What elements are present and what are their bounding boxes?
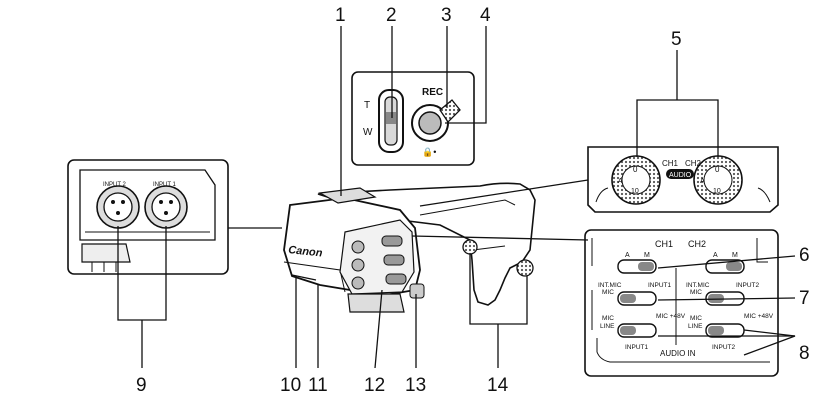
callout-4: 4 xyxy=(480,5,491,26)
ch1-int-mic-label: INT.MIC xyxy=(598,282,622,289)
ch2-dial-a: A xyxy=(700,178,705,185)
ch1-mic48v-label: MIC +48V xyxy=(656,313,686,320)
grip-screw-left xyxy=(462,239,478,255)
callout-7: 7 xyxy=(799,288,810,309)
ch1-dial-ten: 10 xyxy=(631,188,639,195)
callout-5: 5 xyxy=(671,29,682,50)
zoom-w-label: W xyxy=(363,127,373,138)
zoom-rec-inset: T W REC 🔒• xyxy=(351,71,475,166)
ch2-mic48v-label: MIC +48V xyxy=(744,313,774,320)
audio-badge: AUDIO xyxy=(669,172,692,179)
callout-2: 2 xyxy=(386,5,397,26)
callout-14: 14 xyxy=(487,375,509,396)
ch2-int-mic-label: INT.MIC xyxy=(686,282,710,289)
callout-8: 8 xyxy=(799,343,810,364)
ch1-line-label: LINE xyxy=(600,323,615,330)
dial-ch2-label: CH2 xyxy=(685,159,702,168)
ch1-mode-a: A xyxy=(625,252,630,259)
ch1-input1-label: INPUT1 xyxy=(648,282,672,289)
ch1-dial-a: A xyxy=(618,178,623,185)
ch1-mic-row3-label: MIC xyxy=(602,315,614,322)
ch1-input1-bottom-label: INPUT1 xyxy=(625,344,649,351)
grip-screw-right xyxy=(516,259,534,277)
audio-switch-inset: CH1 CH2 A M A M INT.MIC MIC INPUT1 INT.M… xyxy=(584,229,779,377)
dial-ch1-label: CH1 xyxy=(662,159,679,168)
ch1-mic-label: MIC xyxy=(602,289,614,296)
ch2-mic-label: MIC xyxy=(690,289,702,296)
ch1-dial-zero: 0 xyxy=(633,165,638,174)
xlr-input-inset: INPUT 2 INPUT 1 xyxy=(67,159,229,275)
switch-ch1-header: CH1 xyxy=(655,239,673,249)
ch2-dial-zero: 0 xyxy=(715,165,720,174)
callout-10: 10 xyxy=(280,375,302,396)
ch2-mode-m: M xyxy=(732,252,738,259)
ch2-mic-row3-label: MIC xyxy=(690,315,702,322)
ch1-mode-m: M xyxy=(644,252,650,259)
callout-12: 12 xyxy=(364,375,386,396)
callout-9: 9 xyxy=(136,375,147,396)
leader-lines xyxy=(117,26,796,369)
audio-in-label: AUDIO IN xyxy=(660,349,696,358)
xlr-input2-label: INPUT 2 xyxy=(103,182,127,188)
rec-label: REC xyxy=(422,87,443,98)
callout-13: 13 xyxy=(405,375,427,396)
ch2-dial-ten: 10 xyxy=(713,188,721,195)
ch2-mode-a: A xyxy=(713,252,718,259)
callout-11: 11 xyxy=(308,375,328,396)
xlr-input1-label: INPUT 1 xyxy=(153,182,177,188)
ch2-input2-bottom-label: INPUT2 xyxy=(712,344,736,351)
camera-brand-logo: Canon xyxy=(288,244,324,260)
camera-handle-unit: Canon xyxy=(283,182,536,313)
callout-3: 3 xyxy=(441,5,452,26)
audio-dial-inset: 0 10 A 0 10 A CH1 CH2 AUDIO xyxy=(587,146,779,213)
rec-lock-icon: 🔒• xyxy=(422,147,436,157)
callout-1: 1 xyxy=(335,5,346,26)
callout-6: 6 xyxy=(799,245,810,266)
zoom-t-label: T xyxy=(364,100,370,111)
ch2-input2-label: INPUT2 xyxy=(736,282,760,289)
switch-ch2-header: CH2 xyxy=(688,239,706,249)
ch2-line-label: LINE xyxy=(688,323,703,330)
